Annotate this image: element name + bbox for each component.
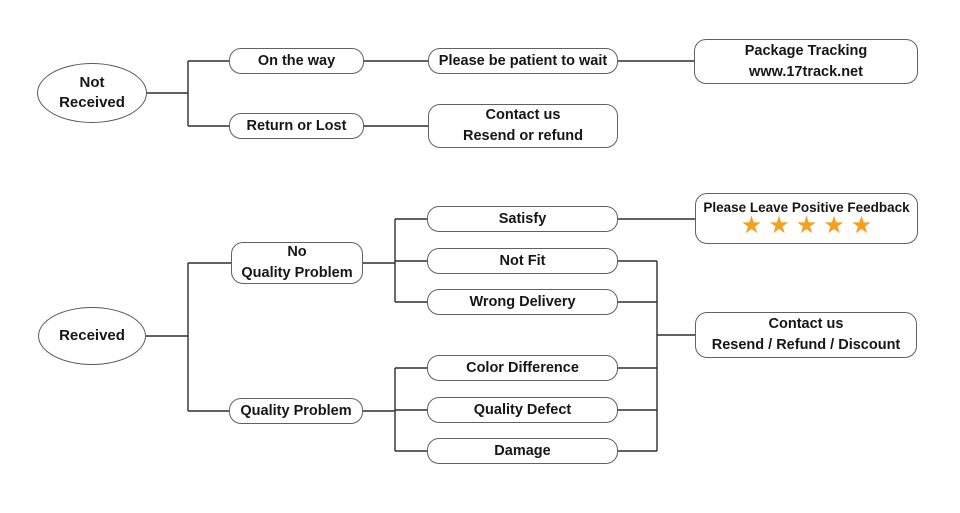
damage-label: Damage <box>494 443 551 459</box>
node-received: Received <box>38 307 146 365</box>
node-contact-resend-refund: Contact us Resend or refund <box>428 104 618 148</box>
return-or-lost-label: Return or Lost <box>246 118 347 134</box>
quality-defect-label: Quality Defect <box>473 402 572 418</box>
not-fit-label: Not Fit <box>499 253 546 269</box>
node-quality-problem: Quality Problem <box>229 398 363 424</box>
positive-feedback-label: Please Leave Positive Feedback <box>703 200 910 215</box>
node-no-quality-problem: No Quality Problem <box>231 242 363 284</box>
node-not-received: Not Received <box>37 63 147 123</box>
wrong-delivery-label: Wrong Delivery <box>469 294 576 310</box>
color-difference-label: Color Difference <box>466 360 579 376</box>
package-tracking-line1: Package Tracking <box>744 42 868 59</box>
package-tracking-url: www.17track.net <box>749 63 863 80</box>
node-package-tracking: Package Tracking www.17track.net <box>694 39 918 84</box>
contact-us-line2: Resend or refund <box>462 128 584 144</box>
received-label: Received <box>59 327 125 344</box>
node-damage: Damage <box>427 438 618 464</box>
satisfy-label: Satisfy <box>498 211 547 227</box>
on-the-way-label: On the way <box>257 53 336 69</box>
contact-us-line1: Contact us <box>485 107 561 123</box>
node-on-the-way: On the way <box>229 48 364 74</box>
star-rating-icon: ★★★★★ <box>740 212 879 239</box>
node-not-fit: Not Fit <box>427 248 618 274</box>
no-quality-problem-label: No Quality Problem <box>241 244 353 281</box>
node-positive-feedback: Please Leave Positive Feedback ★★★★★ <box>695 193 918 244</box>
node-wrong-delivery: Wrong Delivery <box>427 289 618 315</box>
please-be-patient-label: Please be patient to wait <box>438 53 608 69</box>
not-received-label: Not Received <box>59 74 125 111</box>
node-quality-defect: Quality Defect <box>427 397 618 423</box>
contact-us2-line2: Resend / Refund / Discount <box>711 337 901 353</box>
node-color-difference: Color Difference <box>427 355 618 381</box>
node-satisfy: Satisfy <box>427 206 618 232</box>
node-return-or-lost: Return or Lost <box>229 113 364 139</box>
contact-us2-line1: Contact us <box>768 316 844 332</box>
node-please-be-patient: Please be patient to wait <box>428 48 618 74</box>
node-contact-resend-refund-discount: Contact us Resend / Refund / Discount <box>695 312 917 358</box>
quality-problem-label: Quality Problem <box>240 403 352 419</box>
